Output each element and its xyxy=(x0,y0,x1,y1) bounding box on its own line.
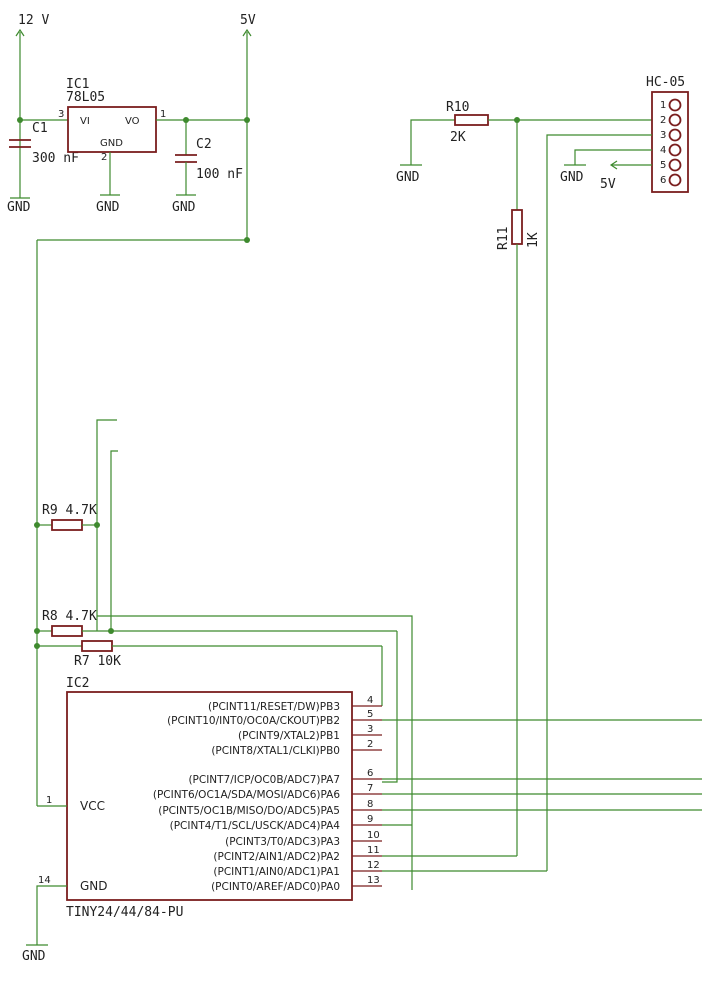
gnd-label: GND xyxy=(7,200,31,215)
hc05-pin-number: 5 xyxy=(660,160,666,171)
ic2-pin-number: 3 xyxy=(367,724,373,735)
ic2-pin-number: 4 xyxy=(367,695,373,706)
floating-wires xyxy=(96,419,118,631)
ic2-pin-label: (PCINT2/AIN1/ADC2)PA2 xyxy=(213,851,340,863)
ic2-pin-label: (PCINT1/AIN0/ADC1)PA1 xyxy=(213,866,340,878)
gnd-c1: GND xyxy=(7,197,31,215)
r7-resistor: R7 10K xyxy=(34,640,383,706)
r7-label: R7 10K xyxy=(74,654,121,669)
r10-name: R10 xyxy=(446,100,469,115)
ic2-mcu: IC2 TINY24/44/84-PU 1 VCC GND 14 GND (PC… xyxy=(22,676,382,964)
ic2-pin-number: 10 xyxy=(367,830,380,841)
c2-capacitor: GND C2 100 nF xyxy=(156,117,247,215)
r11-value: 1K xyxy=(526,232,541,248)
hc05-pin-2 xyxy=(668,113,682,127)
r8-resistor: R8 4.7K xyxy=(34,609,413,890)
ic2-pin-label: (PCINT5/OC1B/MISO/DO/ADC5)PA5 xyxy=(158,805,340,817)
hc05-connector: HC-05 1 2 3 4 5 6 GND 5V xyxy=(546,75,689,871)
r11-name: R11 xyxy=(496,227,511,250)
ic1-pin-vo: 1 xyxy=(160,109,166,120)
gnd-label: GND xyxy=(396,170,420,185)
r8-label: R8 4.7K xyxy=(42,609,97,624)
c2-value: 100 nF xyxy=(196,167,243,182)
hc05-pin-5 xyxy=(668,158,682,172)
ic2-pin-label: (PCINT6/OC1A/SDA/MOSI/ADC6)PA6 xyxy=(153,789,340,801)
hc05-pin-number: 6 xyxy=(660,175,666,186)
r10-resistor: GND R10 2K xyxy=(396,100,652,185)
c1-value: 300 nF xyxy=(32,151,79,166)
r9-label: R9 4.7K xyxy=(42,503,97,518)
ic1-pin-gnd: 2 xyxy=(101,152,107,163)
ic2-pin-number: 7 xyxy=(367,783,373,794)
hc05-pin-4 xyxy=(668,143,682,157)
ic2-pin-label: (PCINT3/T0/ADC3)PA3 xyxy=(225,836,340,848)
ic2-pin-number: 6 xyxy=(367,768,373,779)
ic2-part: TINY24/44/84-PU xyxy=(66,905,183,920)
ic1-vi: VI xyxy=(80,116,90,127)
r9-resistor: R9 4.7K xyxy=(34,503,100,531)
ic2-pin-vcc: 1 xyxy=(46,795,52,806)
ic2-pin-number: 8 xyxy=(367,799,373,810)
gnd-label: GND xyxy=(22,949,46,964)
hc05-pin-number: 4 xyxy=(660,145,666,156)
signal-wires xyxy=(382,719,702,872)
c2-name: C2 xyxy=(196,137,212,152)
ic2-pin-label: (PCINT9/XTAL2)PB1 xyxy=(238,730,340,742)
ic1-part: 78L05 xyxy=(66,90,105,105)
hc05-pin-3 xyxy=(668,128,682,142)
supply-12v: 12 V xyxy=(15,13,49,198)
ic2-name: IC2 xyxy=(66,676,89,691)
label-5v: 5V xyxy=(240,13,256,28)
ic2-pin-number: 11 xyxy=(367,845,380,856)
ic2-pin-gnd: 14 xyxy=(38,875,51,886)
ic2-gnd: GND xyxy=(80,879,108,893)
ic2-pin-number: 13 xyxy=(367,875,380,886)
hc05-pin-6 xyxy=(668,173,682,187)
ic2-pin-label: (PCINT7/ICP/OC0B/ADC7)PA7 xyxy=(188,774,340,786)
ic2-pin-label: (PCINT0/AREF/ADC0)PA0 xyxy=(211,881,340,893)
hc05-name: HC-05 xyxy=(646,75,685,90)
c1-name: C1 xyxy=(32,121,48,136)
ic1-gnd: GND xyxy=(100,138,123,149)
ic2-pin-label: (PCINT8/XTAL1/CLKI)PB0 xyxy=(211,745,340,757)
ic1-regulator: IC1 78L05 VI VO GND 3 1 2 GND xyxy=(20,77,166,215)
ic1-vo: VO xyxy=(125,116,140,127)
ic2-pin-number: 9 xyxy=(367,814,373,825)
hc05-pin-number: 3 xyxy=(660,130,666,141)
label-12v: 12 V xyxy=(18,13,49,28)
ic2-pin-number: 5 xyxy=(367,709,373,720)
hc05-pin-number: 2 xyxy=(660,115,666,126)
gnd-label: GND xyxy=(172,200,196,215)
ic1-name: IC1 xyxy=(66,77,89,92)
ic2-pin-number: 12 xyxy=(367,860,380,871)
r11-resistor: R11 1K xyxy=(382,120,541,857)
gnd-label: GND xyxy=(96,200,120,215)
ic2-pin-label: (PCINT4/T1/SCL/USCK/ADC4)PA4 xyxy=(170,820,341,832)
r10-value: 2K xyxy=(450,130,466,145)
hc05-pin-number: 1 xyxy=(660,100,666,111)
label-5v-hc: 5V xyxy=(600,177,616,192)
hc05-pin-1 xyxy=(668,98,682,112)
ic2-pin-label: (PCINT10/INT0/OC0A/CKOUT)PB2 xyxy=(167,715,340,727)
gnd-label: GND xyxy=(560,170,584,185)
c1-capacitor: C1 300 nF xyxy=(9,117,79,166)
ic2-pin-label: (PCINT11/RESET/DW)PB3 xyxy=(208,701,340,713)
ic1-pin-vi: 3 xyxy=(58,109,64,120)
ic2-vcc: VCC xyxy=(80,799,105,813)
ic2-pin-number: 2 xyxy=(367,739,373,750)
